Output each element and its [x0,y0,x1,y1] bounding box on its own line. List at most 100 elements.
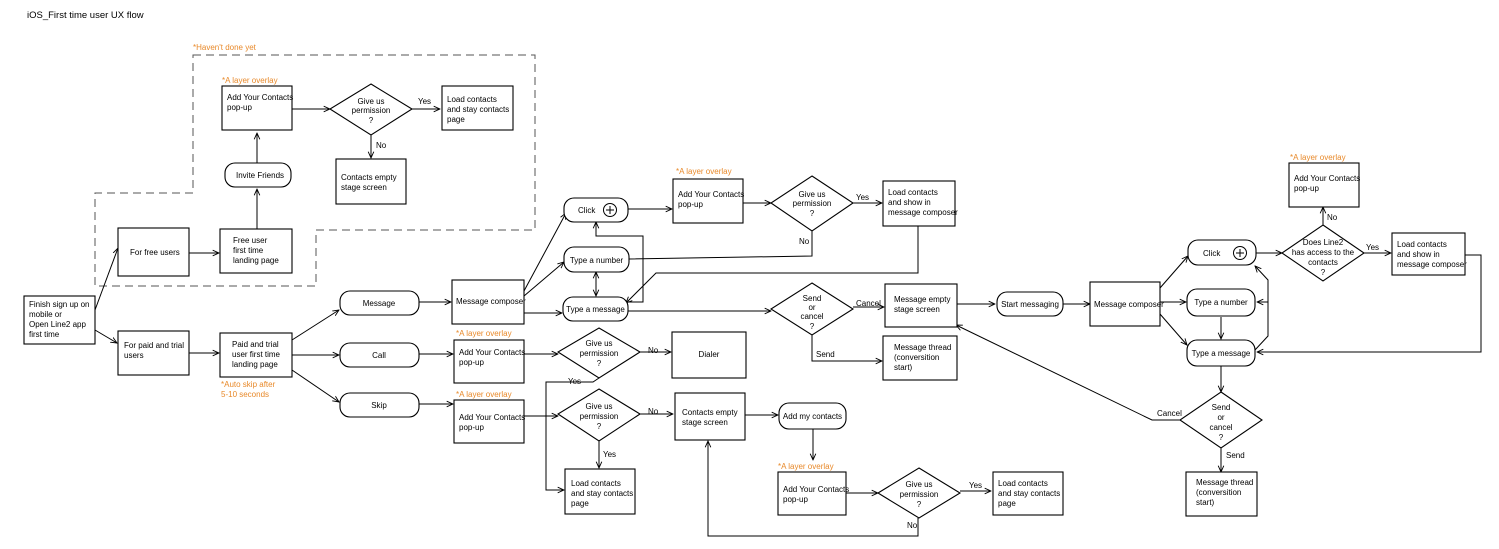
node-call: Call [339,342,420,368]
svg-text:(conversition: (conversition [1196,488,1241,497]
svg-text:pop-up: pop-up [459,423,484,432]
svg-text:For free users: For free users [130,248,180,257]
svg-text:pop-up: pop-up [783,495,808,504]
node-skip: Skip [339,392,420,418]
svg-text:Add Your Contacts: Add Your Contacts [459,348,525,357]
svg-text:Add Your Contacts: Add Your Contacts [227,93,293,102]
svg-text:and stay contacts: and stay contacts [998,489,1060,498]
svg-text:Click: Click [1203,249,1221,258]
svg-text:Does Line2: Does Line2 [1303,238,1344,247]
edge-label-no: No [907,521,918,530]
diagram-title: iOS_First time user UX flow [27,10,144,21]
overlay-note: *A layer overlay [456,390,512,399]
svg-text:first time: first time [233,246,264,255]
svg-text:or: or [1217,413,1224,422]
svg-text:Give us: Give us [585,339,612,348]
node-add-contacts-call: Add Your Contacts pop-up [453,339,525,384]
svg-text:Invite Friends: Invite Friends [236,171,284,180]
svg-text:first time: first time [29,330,60,339]
svg-text:Add Your Contacts: Add Your Contacts [1294,174,1360,183]
svg-text:users: users [124,351,144,360]
svg-text:stage screen: stage screen [894,305,940,314]
node-invite-friends: Invite Friends [224,162,292,188]
node-paid-landing: Paid and trial user first time landing p… [219,332,293,378]
svg-text:pop-up: pop-up [459,358,484,367]
node-thread-2: Message thread (conversition start) [1185,471,1258,517]
svg-text:Free user: Free user [233,236,268,245]
svg-text:page: page [571,499,589,508]
svg-text:and show in: and show in [888,198,931,207]
svg-text:Message composer: Message composer [1094,300,1164,309]
svg-text:pop-up: pop-up [678,200,703,209]
svg-text:and stay contacts: and stay contacts [447,105,509,114]
edge-label-no: No [648,346,659,355]
svg-text:page: page [447,115,465,124]
svg-text:Send: Send [803,294,822,303]
svg-text:Contacts empty: Contacts empty [682,408,738,417]
overlay-note: *A layer overlay [222,76,278,85]
svg-text:?: ? [597,422,602,431]
edge-label-no: No [648,407,659,416]
svg-text:Start messaging: Start messaging [1001,300,1059,309]
svg-text:Message thread: Message thread [1196,478,1253,487]
svg-text:?: ? [1219,433,1224,442]
node-type-message-1: Type a message [562,296,629,322]
node-add-contacts-skip: Add Your Contacts pop-up [453,399,525,444]
edges [94,109,1482,537]
node-start-messaging: Start messaging [996,291,1064,317]
svg-text:Message composer: Message composer [456,297,526,306]
svg-text:Type a message: Type a message [1192,349,1251,358]
svg-text:Type a number: Type a number [570,256,624,265]
node-permission-3: Give us permission ? [876,467,962,519]
node-click-2: Click [1187,239,1257,266]
svg-text:Give us: Give us [357,97,384,106]
edge-label-yes: Yes [1366,243,1379,252]
edge-label-send: Send [816,350,835,359]
svg-text:page: page [998,499,1016,508]
node-finish: Finish sign up on mobile or Open Line2 a… [23,295,96,345]
svg-text:cancel: cancel [1209,423,1232,432]
node-access: Does Line2 has access to the contacts ? [1281,224,1365,282]
node-permission-skip: Give us permission ? [556,388,642,442]
edge-label-cancel: Cancel [856,299,881,308]
svg-text:Message: Message [363,299,396,308]
node-message: Message [339,290,420,316]
svg-text:Add Your Contacts: Add Your Contacts [459,413,525,422]
svg-text:Add Your Contacts: Add Your Contacts [783,485,849,494]
node-permission-call: Give us permission ? [556,327,642,379]
svg-text:cancel: cancel [800,312,823,321]
edge-label-cancel: Cancel [1157,409,1182,418]
node-send-cancel-1: Send or cancel ? [769,282,855,336]
svg-text:Message thread: Message thread [894,343,951,352]
svg-text:For paid and trial: For paid and trial [124,341,184,350]
svg-text:Send: Send [1212,403,1231,412]
node-contacts-empty-top: Contacts empty stage screen [335,158,407,205]
svg-text:Dialer: Dialer [699,350,720,359]
svg-text:start): start) [1196,498,1215,507]
node-add-contacts-top: Add Your Contacts pop-up [221,85,293,131]
overlay-note: *A layer overlay [456,329,512,338]
edge-label-send: Send [1226,451,1245,460]
node-contacts-empty: Contacts empty stage screen [674,392,746,441]
node-add-contacts-2: Add Your Contacts pop-up [672,178,744,224]
node-click-1: Click [563,197,629,223]
node-composer-1: Message composer [451,279,526,325]
svg-text:?: ? [1321,268,1326,277]
svg-text:Contacts empty: Contacts empty [341,173,397,182]
node-type-message-2: Type a message [1186,339,1256,367]
svg-text:?: ? [810,322,815,331]
svg-text:Type a number: Type a number [1194,298,1248,307]
svg-text:Load contacts: Load contacts [888,188,938,197]
svg-text:user first time: user first time [232,350,281,359]
overlay-note: *A layer overlay [676,167,732,176]
svg-text:Open Line2 app: Open Line2 app [29,320,86,329]
svg-text:mobile or: mobile or [29,310,62,319]
edge-label-yes: Yes [969,481,982,490]
svg-text:permission: permission [352,106,391,115]
node-composer-2: Message composer [1089,281,1164,327]
svg-text:permission: permission [580,412,619,421]
auto-skip-note: *Auto skip after [221,380,276,389]
overlay-note: *A layer overlay [1290,153,1346,162]
svg-text:landing page: landing page [232,360,278,369]
